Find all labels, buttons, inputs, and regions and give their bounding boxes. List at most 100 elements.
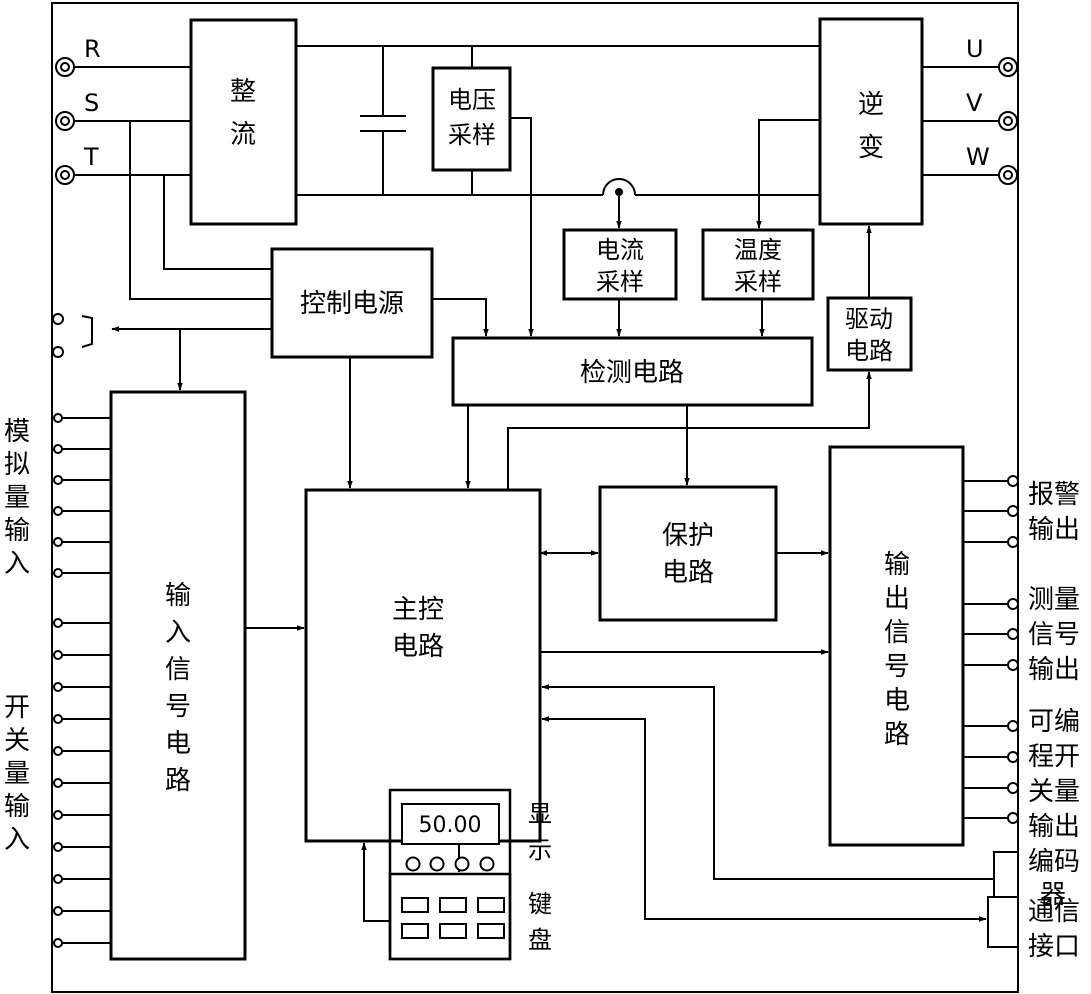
measure-output-terminals: [963, 598, 1019, 671]
drive-circuit-block: [826, 296, 913, 372]
phase-v-label: V: [966, 89, 983, 117]
input-signal-circuit-block: [109, 390, 247, 961]
keypad-key[interactable]: [401, 923, 429, 939]
svg-text:入: 入: [4, 825, 30, 855]
input-signal-circuit-label: 输 入 信 号 电 路: [165, 581, 191, 796]
keypad-label-2: 盘: [528, 926, 552, 954]
input-phase-terminals: [55, 57, 75, 185]
programmable-output-label-2: 程开: [1028, 742, 1080, 772]
svg-text:出: 出: [884, 584, 910, 614]
measure-output-label: 测量: [1028, 585, 1080, 615]
keypad-key[interactable]: [477, 923, 505, 939]
protection-label: 保护: [662, 521, 714, 551]
inverter-block: [818, 17, 924, 226]
temperature-sampling-block: [701, 228, 815, 301]
inverter-label-2: 变: [858, 133, 884, 163]
svg-text:开: 开: [4, 693, 30, 723]
programmable-output-label-3: 关量: [1028, 777, 1080, 807]
relay-terminal: [52, 313, 64, 325]
phase-w-label: W: [966, 143, 990, 171]
comm-interface-label-2: 接口: [1028, 932, 1080, 962]
switch-input-terminals: [53, 618, 111, 948]
phase-r-label: R: [84, 35, 101, 63]
current-sensor-dot: [615, 188, 623, 196]
control-power-block: [270, 247, 434, 359]
output-signal-circuit-block: [828, 445, 965, 847]
display-readout: 50.00: [419, 813, 482, 838]
rectifier-block: [189, 18, 298, 226]
output-phase-terminals: [998, 57, 1018, 185]
relay-terminal: [52, 346, 64, 358]
svg-text:入: 入: [4, 549, 30, 579]
keypad-key[interactable]: [401, 897, 429, 913]
voltage-sampling-label: 电压: [448, 86, 496, 114]
svg-text:号: 号: [165, 692, 191, 722]
rectifier-label: 整: [230, 77, 256, 107]
measure-output-label-2: 信号: [1028, 620, 1080, 650]
svg-text:入: 入: [165, 618, 191, 648]
svg-text:电: 电: [884, 686, 910, 716]
voltage-sampling-block: [431, 66, 512, 172]
phase-s-label: S: [84, 89, 99, 117]
svg-text:量: 量: [4, 483, 30, 513]
svg-text:输: 输: [4, 792, 30, 822]
control-power-label: 控制电源: [300, 289, 404, 319]
analog-input-terminals: [53, 413, 111, 578]
panel-indicator-2: [429, 856, 445, 872]
svg-text:输: 输: [165, 581, 191, 611]
svg-text:电: 电: [165, 729, 191, 759]
svg-text:输: 输: [4, 516, 30, 546]
rectifier-label-2: 流: [230, 120, 256, 150]
main-control-block: [304, 488, 542, 843]
programmable-output-terminals: [963, 720, 1019, 824]
svg-text:输: 输: [884, 550, 910, 580]
comm-interface-label: 通信: [1028, 897, 1080, 927]
switch-input-label: 开 关 量 输 入: [4, 693, 30, 855]
phase-t-label: T: [83, 143, 99, 171]
svg-text:信: 信: [884, 618, 910, 648]
drive-circuit-label-2: 电路: [845, 337, 893, 365]
display-label-2: 示: [528, 836, 552, 864]
svg-text:路: 路: [165, 766, 191, 796]
protection-circuit-block: [598, 485, 778, 622]
voltage-sampling-label-2: 采样: [448, 121, 496, 149]
phase-u-label: U: [966, 35, 984, 63]
keypad-key[interactable]: [439, 923, 467, 939]
main-control-label-2: 电路: [392, 632, 444, 662]
panel-indicator-1: [405, 856, 421, 872]
svg-text:信: 信: [165, 655, 191, 685]
svg-text:关: 关: [4, 726, 30, 756]
drive-circuit-label: 驱动: [845, 305, 893, 333]
inverter-label: 逆: [858, 90, 884, 120]
current-sampling-label: 电流: [596, 236, 644, 264]
alarm-output-terminals: [963, 475, 1019, 548]
panel-indicator-4: [479, 856, 495, 872]
keypad-key[interactable]: [439, 897, 467, 913]
temperature-sampling-label-2: 采样: [734, 268, 782, 296]
display-label: 显: [528, 800, 552, 828]
encoder-label-2: 器: [1040, 880, 1066, 910]
encoder-label: 编码: [1028, 847, 1080, 877]
display-screen: [401, 803, 500, 845]
operator-panel: 50.00: [388, 788, 512, 961]
keypad-key[interactable]: [477, 897, 505, 913]
output-signal-circuit-label: 输 出 信 号 电 路: [884, 550, 910, 750]
analog-input-label: 模 拟 量 输 入: [4, 417, 30, 579]
wiring: [74, 45, 1000, 922]
alarm-output-label: 报警: [1028, 480, 1080, 510]
current-sampling-label-2: 采样: [596, 268, 644, 296]
svg-text:拟: 拟: [4, 450, 30, 480]
programmable-output-label: 可编: [1028, 707, 1080, 737]
svg-text:模: 模: [4, 417, 30, 447]
svg-text:路: 路: [884, 720, 910, 750]
svg-text:号: 号: [884, 652, 910, 682]
measure-output-label-3: 输出: [1028, 655, 1080, 685]
enclosure-frame: [51, 2, 1019, 993]
detection-circuit-block: [451, 336, 814, 407]
alarm-output-label-2: 输出: [1028, 515, 1080, 545]
svg-text:量: 量: [4, 759, 30, 789]
protection-label-2: 电路: [662, 558, 714, 588]
comm-interface-connector[interactable]: [987, 896, 1019, 948]
detection-circuit-label: 检测电路: [580, 358, 684, 388]
